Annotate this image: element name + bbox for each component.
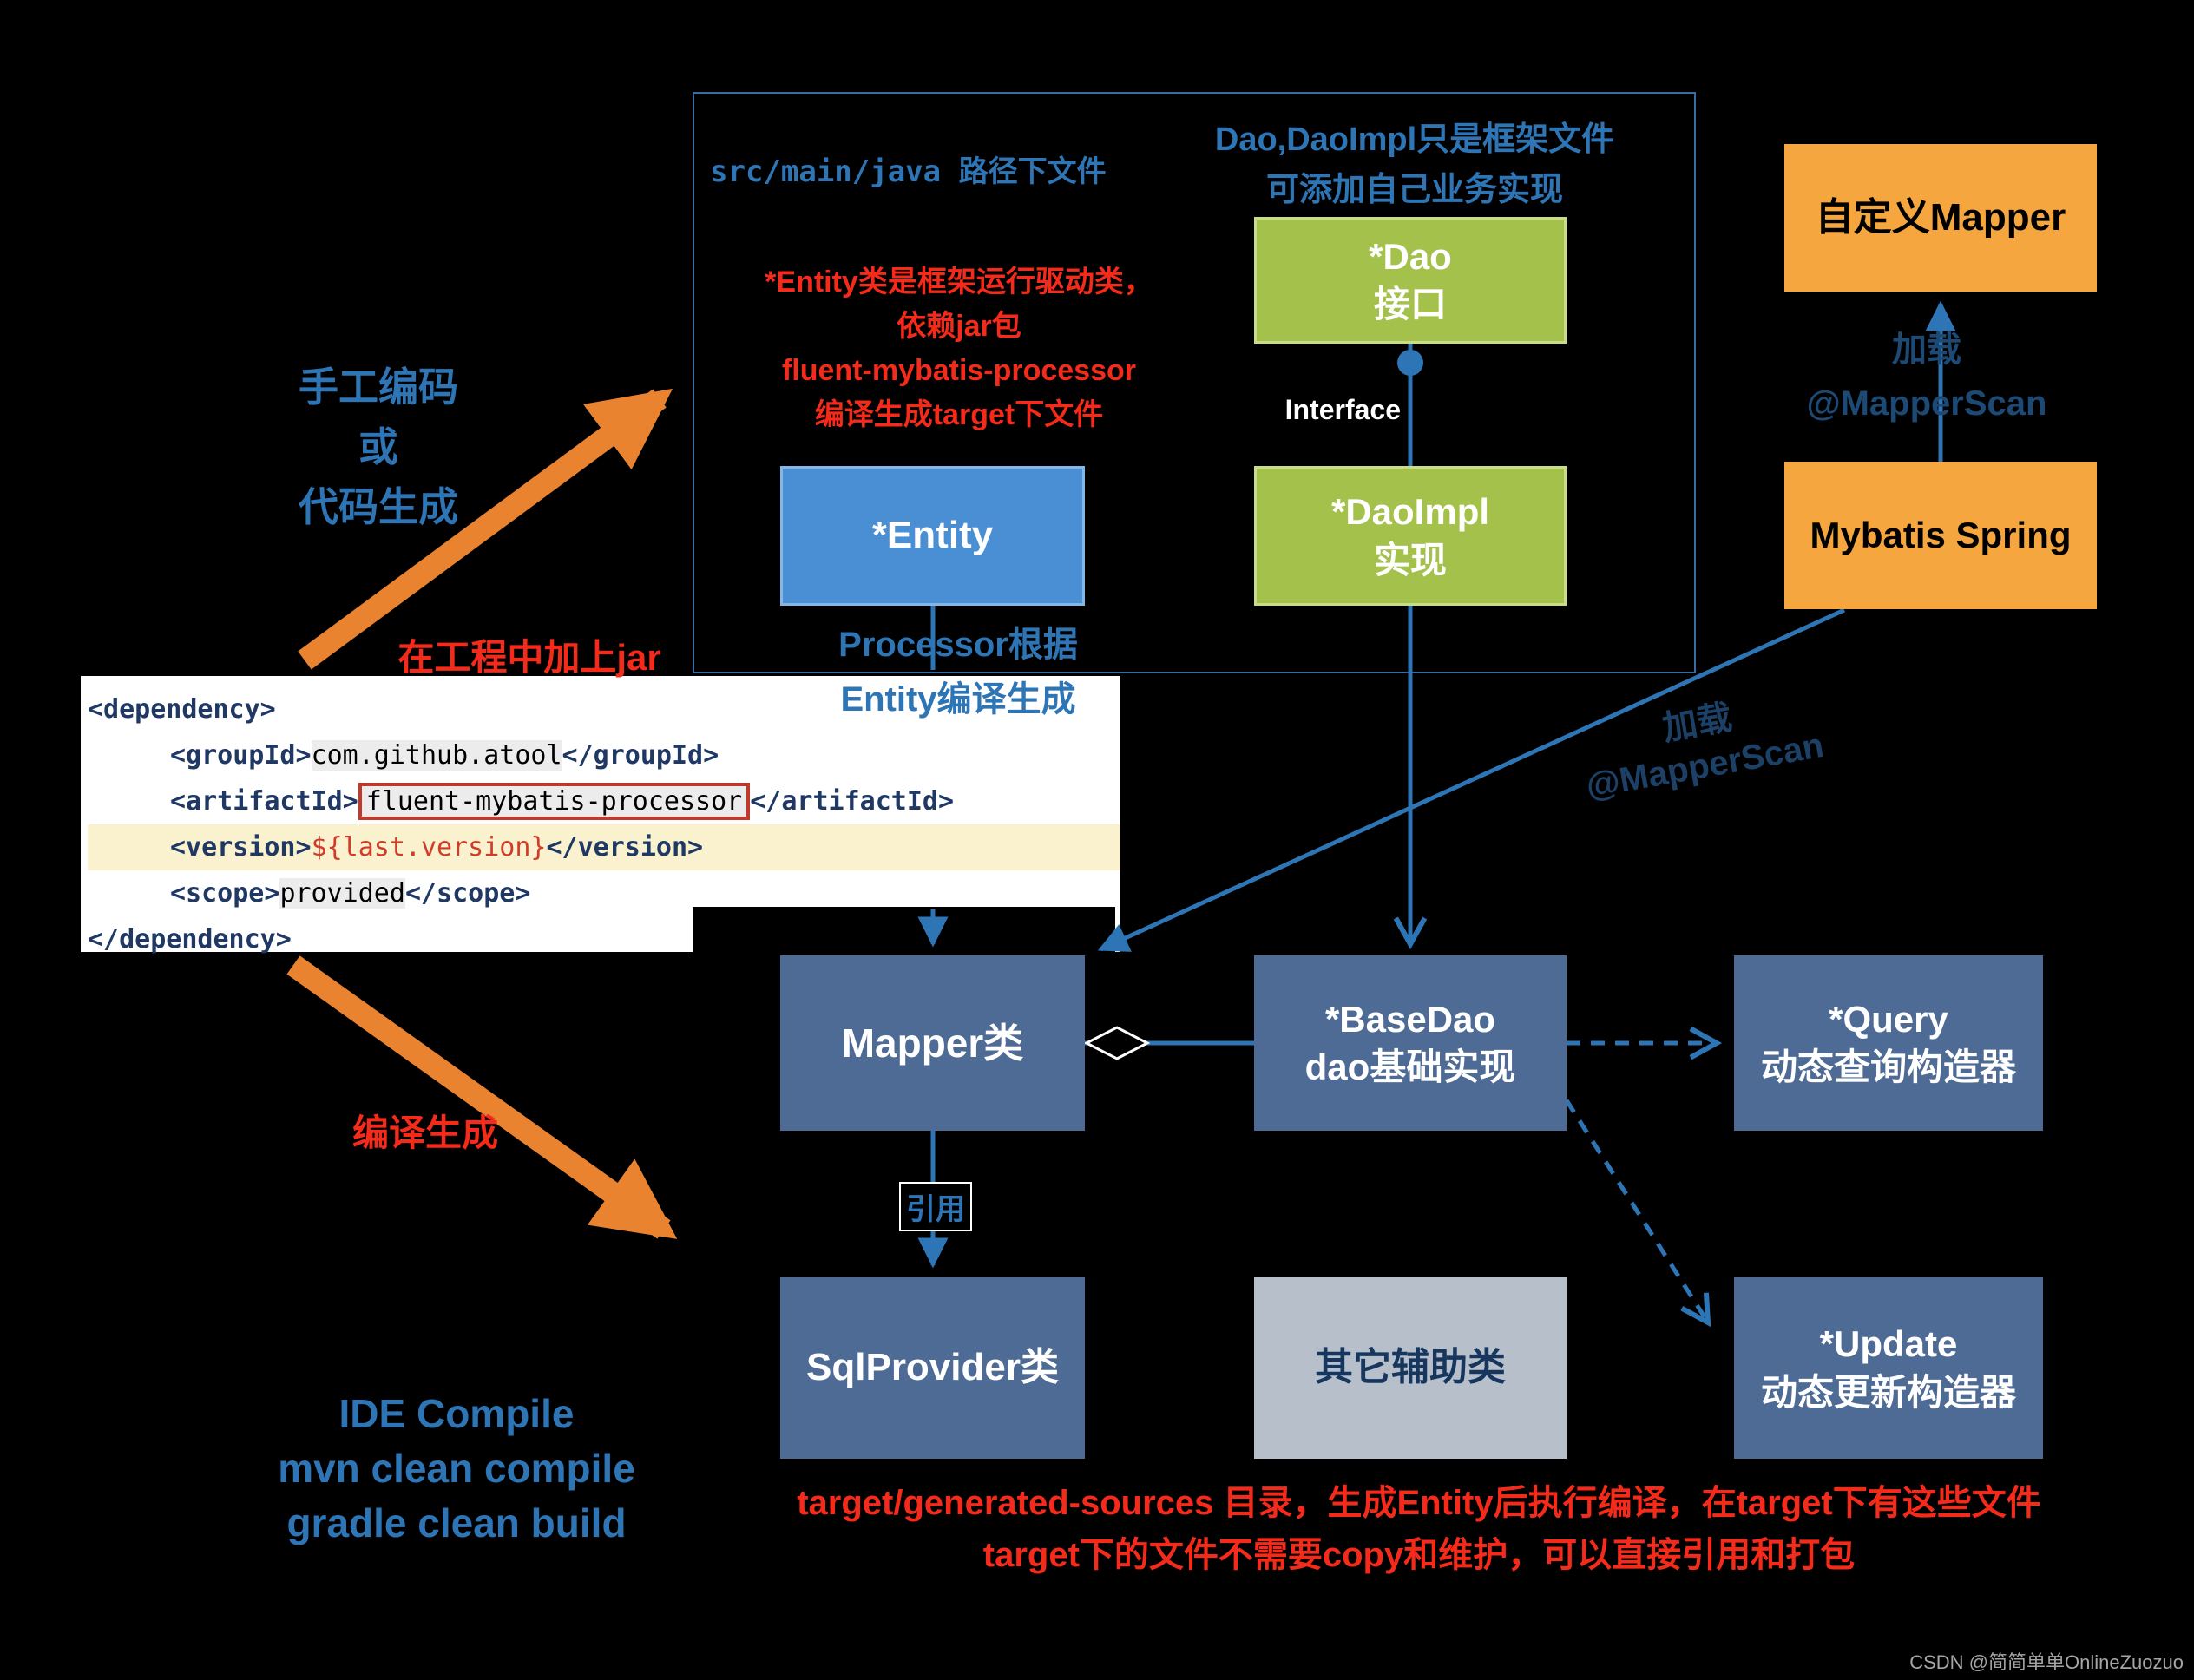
helper-classes-box: 其它辅助类 (1254, 1277, 1567, 1459)
dao-box-title: *Dao (1369, 235, 1452, 277)
xml-tag: <version> (170, 832, 312, 863)
version-value: ${last.version} (311, 832, 547, 863)
mapper-class-title: Mapper类 (841, 1020, 1024, 1066)
compile-commands-line2: mvn clean compile (278, 1446, 635, 1491)
xml-tag: <scope> (170, 878, 280, 909)
processor-note-line1: Processor根据 (838, 626, 1078, 664)
compile-commands-note: IDE Compile mvn clean compile gradle cle… (109, 1387, 804, 1551)
dashed-arrow-basedao-to-update (1564, 1099, 1711, 1328)
xml-tag: </dependency> (88, 924, 292, 955)
scope-value: provided (279, 878, 405, 909)
add-jar-note: 在工程中加上jar (397, 637, 661, 678)
orange-arrow-manual-coding (298, 388, 673, 670)
groupid-value: com.github.atool (311, 740, 562, 771)
dao-framework-note-line1: Dao,DaoImpl只是框架文件 (1214, 121, 1615, 158)
daoimpl-box: *DaoImpl 实现 (1254, 466, 1567, 606)
csdn-watermark: CSDN @简简单单OnlineZuozuo (1909, 1651, 2184, 1673)
query-title: *Query (1829, 998, 1948, 1040)
reference-label: 引用 (899, 1182, 972, 1231)
entity-driver-note-line4: 编译生成target下文件 (814, 398, 1104, 431)
entity-box-title: *Entity (871, 514, 994, 557)
load-right-line2: @MapperScan (1806, 384, 2047, 423)
xml-tag: </artifactId> (750, 786, 955, 817)
compile-commands-line3: gradle clean build (286, 1500, 627, 1545)
entity-driver-note-line1: *Entity类是框架运行驱动类， (765, 266, 1153, 299)
custom-mapper-box: 自定义Mapper (1784, 144, 2097, 292)
mybatis-spring-title: Mybatis Spring (1810, 515, 2072, 556)
xml-tag: </scope> (404, 878, 531, 909)
code-line-groupid: <groupId>com.github.atool</groupId> (88, 732, 1120, 778)
entity-box: *Entity (780, 466, 1085, 606)
code-line-dependency-close: </dependency> (88, 916, 1120, 962)
xml-tag: <groupId> (170, 740, 312, 771)
xml-tag: </version> (546, 832, 704, 863)
processor-note-line2: Entity编译生成 (840, 680, 1076, 719)
interface-lollipop-icon (1397, 350, 1423, 376)
interface-label: Interface (1269, 392, 1408, 428)
target-directory-note: target/generated-sources 目录，生成Entity后执行编… (677, 1477, 2161, 1581)
code-line-scope: <scope>provided</scope> (88, 870, 1120, 916)
helper-title: 其它辅助类 (1315, 1346, 1506, 1389)
code-line-dependency-open: <dependency> (88, 686, 1120, 732)
sqlprovider-title: SqlProvider类 (806, 1346, 1059, 1389)
custom-mapper-title: 自定义Mapper (1815, 195, 2066, 239)
src-path-label: src/main/java 路径下文件 (710, 154, 1107, 189)
manual-coding-line1: 手工编码 (299, 364, 458, 410)
code-line-version: <version>${last.version}</version> (88, 824, 1120, 870)
dao-framework-note: Dao,DaoImpl只是框架文件 可添加自己业务实现 (1163, 115, 1666, 215)
basedao-title: *BaseDao (1324, 998, 1496, 1040)
mybatis-spring-box: Mybatis Spring (1784, 462, 2097, 609)
source-files-panel (693, 92, 1696, 673)
query-subtitle: 动态查询构造器 (1760, 1047, 2016, 1087)
compile-generate-note: 编译生成 (351, 1112, 498, 1153)
dao-box-subtitle: 接口 (1373, 284, 1447, 325)
arrow-mybatis-to-mapper (1097, 607, 1846, 952)
orange-arrow-compile-generate (286, 955, 678, 1239)
entity-driver-note-line2: 依赖jar包 (897, 310, 1021, 343)
manual-coding-line3: 代码生成 (299, 484, 458, 529)
code-line-artifactid: <artifactId>fluent-mybatis-processor</ar… (88, 778, 1120, 824)
basedao-box: *BaseDao dao基础实现 (1254, 955, 1567, 1131)
sqlprovider-class-box: SqlProvider类 (780, 1277, 1085, 1459)
dao-interface-box: *Dao 接口 (1254, 217, 1567, 344)
xml-tag: <dependency> (88, 694, 276, 725)
manual-coding-line2: 或 (358, 424, 398, 469)
basedao-subtitle: dao基础实现 (1304, 1047, 1516, 1087)
entity-driver-note: *Entity类是框架运行驱动类， 依赖jar包 fluent-mybatis-… (712, 260, 1206, 437)
mapper-class-box: Mapper类 (780, 955, 1085, 1131)
daoimpl-box-subtitle: 实现 (1373, 539, 1447, 581)
maven-dependency-code: <dependency> <groupId>com.github.atool</… (81, 676, 1120, 955)
daoimpl-box-title: *DaoImpl (1330, 491, 1490, 533)
target-note-line2: target下的文件不需要copy和维护，可以直接引用和打包 (982, 1536, 1856, 1574)
xml-tag: </groupId> (562, 740, 719, 771)
query-builder-box: *Query 动态查询构造器 (1734, 955, 2043, 1131)
update-title: *Update (1819, 1323, 1958, 1365)
update-builder-box: *Update 动态更新构造器 (1734, 1277, 2043, 1459)
dao-framework-note-line2: 可添加自己业务实现 (1265, 172, 1563, 208)
mapperscan-load-note-right: 加载 @MapperScan (1762, 323, 2092, 430)
target-note-line1: target/generated-sources 目录，生成Entity后执行编… (797, 1484, 2041, 1522)
compile-commands-line1: IDE Compile (338, 1391, 575, 1436)
entity-driver-note-line3: fluent-mybatis-processor (781, 354, 1137, 387)
processor-generates-note: Processor根据 Entity编译生成 (785, 618, 1132, 727)
artifactid-value-highlighted: fluent-mybatis-processor (358, 783, 751, 820)
xml-tag: <artifactId> (170, 786, 358, 817)
aggregation-diamond (1083, 1026, 1151, 1060)
load-right-line1: 加载 (1892, 331, 1961, 369)
update-subtitle: 动态更新构造器 (1760, 1371, 2016, 1413)
manual-coding-note: 手工编码 或 代码生成 (205, 358, 552, 537)
